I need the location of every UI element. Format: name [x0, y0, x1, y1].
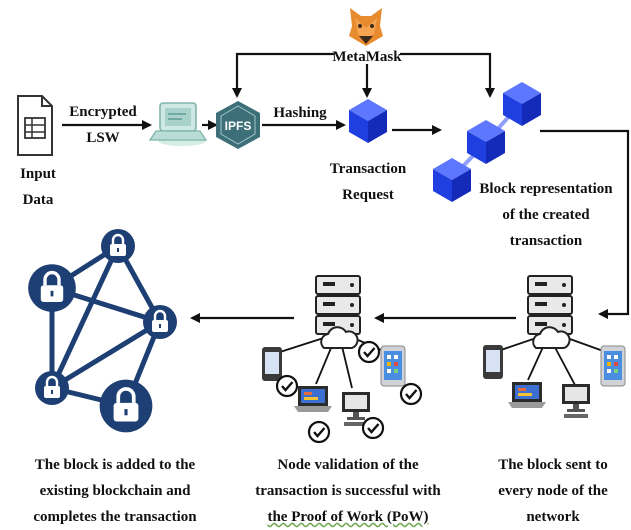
block-added-line3: completes the transaction: [33, 509, 197, 525]
block-representation-label: Block representation of the created tran…: [462, 176, 630, 254]
input-data-document-icon: [17, 95, 53, 156]
block-added-line2: existing blockchain and: [39, 483, 191, 499]
network-laptop-icon: [508, 382, 546, 408]
node-validation-line3: the Proof of Work (PoW): [267, 509, 429, 525]
lock-node-icon: [33, 369, 71, 407]
block-added-line1: The block is added to the: [34, 457, 196, 473]
input-data-line1: Input: [20, 166, 56, 182]
check-icon: [357, 340, 381, 364]
validation-phone-icon: [262, 347, 282, 381]
network-nodes-group: [483, 275, 626, 418]
network-phone-icon: [483, 345, 503, 379]
metamask-fox-icon: [349, 8, 383, 46]
check-icon: [361, 416, 385, 440]
block-sent-line3: network: [526, 509, 580, 525]
validation-server-icon: [315, 275, 361, 349]
network-server-icon: [527, 275, 573, 349]
encryption-device-icon: [148, 102, 208, 146]
check-icon: [399, 382, 423, 406]
block-sent-line2: every node of the: [498, 483, 608, 499]
blockchain-cubes-icon: [433, 82, 541, 202]
block-representation-line1: Block representation: [479, 181, 613, 197]
validation-tablet-icon: [380, 345, 406, 387]
block-added-label: The block is added to the existing block…: [4, 452, 226, 530]
network-desktop-icon: [562, 384, 590, 418]
lock-node-icon: [97, 377, 155, 435]
encrypted-line2: LSW: [86, 130, 120, 146]
metamask-line-right: [400, 52, 495, 98]
lock-node-icon: [141, 303, 179, 341]
node-validation-line1: Node validation of the: [277, 457, 419, 473]
hashing-label: Hashing: [273, 105, 327, 121]
node-validation-line2: transaction is successful with: [255, 483, 441, 499]
encrypted-lsw-label: Encrypted LSW: [58, 99, 148, 151]
ipfs-hexagon-icon: [216, 101, 260, 149]
block-representation-line3: transaction: [509, 233, 583, 249]
check-icon: [307, 420, 331, 444]
metamask-line-left: [232, 52, 334, 98]
network-tablet-icon: [600, 345, 626, 387]
blockchain-lock-network-icon: [26, 227, 179, 435]
node-validation-label: Node validation of the transaction is su…: [228, 452, 468, 530]
encrypted-line1: Encrypted: [69, 104, 137, 120]
arrow-block-to-network: [540, 129, 630, 319]
input-data-label: Input Data: [8, 161, 68, 213]
transaction-request-line2: Request: [342, 187, 394, 203]
block-sent-line1: The block sent to: [498, 457, 608, 473]
ipfs-label: IPFS: [225, 119, 252, 133]
transaction-request-line1: Transaction: [329, 161, 407, 177]
metamask-label: MetaMask: [332, 49, 402, 65]
lock-node-icon: [99, 227, 137, 265]
transaction-cube-icon: [349, 99, 387, 143]
lock-node-icon: [26, 262, 78, 314]
check-icon: [275, 374, 299, 398]
validation-laptop-icon: [294, 386, 332, 412]
block-representation-line2: of the created: [502, 207, 590, 223]
transaction-request-label: Transaction Request: [318, 156, 418, 208]
validation-nodes-group: [262, 275, 423, 444]
input-data-line2: Data: [22, 192, 54, 208]
block-sent-label: The block sent to every node of the netw…: [478, 452, 628, 530]
